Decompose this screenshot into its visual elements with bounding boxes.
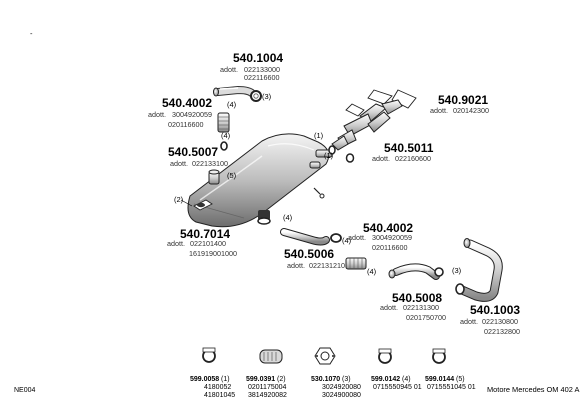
fitting-number: 599.0144	[425, 376, 454, 383]
part-540-4002-bottom-drawing	[345, 257, 367, 270]
code-540-4002-bottom-1: 3004920059	[372, 233, 412, 242]
fitting-code-1: 0715551045 01	[427, 384, 476, 391]
callout-540-5006: (4)	[283, 213, 293, 222]
part-540-4002-top-drawing	[217, 112, 230, 133]
fitting-599-0391: 599.0391 (2) 0201175004 3814920082	[246, 349, 287, 399]
part-number-540-5008: 540.5008	[392, 291, 442, 305]
part-number-540-1003: 540.1003	[470, 303, 520, 317]
code-540-7014-1: 022101400	[190, 239, 226, 248]
code-540-5008-2: 0201750700	[406, 313, 446, 322]
adott-label-540-4002-top: adott.	[148, 110, 166, 119]
fitting-code-2: 3814920082	[248, 392, 287, 399]
callout-540-7014-5: (5)	[227, 171, 237, 180]
fitting-code-1: 4180052	[204, 384, 231, 391]
flange-gasket-icon	[314, 347, 336, 365]
fitting-qty: (2)	[277, 376, 286, 383]
part-number-540-5011: 540.5011	[384, 141, 434, 155]
fitting-599-0142: 599.0142 (4) 0715550945 01	[371, 348, 422, 391]
fitting-number: 599.0391	[246, 376, 275, 383]
fitting-599-0058: 599.0058 (1) 4180052 41801045	[190, 347, 235, 399]
code-540-5011-1: 022160600	[395, 154, 431, 163]
fitting-code-1: 0715550945 01	[373, 384, 422, 391]
part-number-540-7014: 540.7014	[180, 227, 230, 241]
part-540-1004-drawing	[213, 85, 258, 100]
fitting-code-1: 0201175004	[248, 384, 287, 391]
callout-540-5011: (1)	[314, 131, 324, 140]
part-540-1003-drawing	[455, 238, 503, 302]
code-540-5006-1: 022131210	[309, 261, 345, 270]
adott-label-540-1004: adott.	[220, 65, 238, 74]
part-number-540-1004: 540.1004	[233, 51, 283, 65]
clamp-icon	[432, 348, 446, 364]
part-number-540-4002-bottom: 540.4002	[363, 221, 413, 235]
callout-540-5008: (4)	[367, 267, 377, 276]
fitting-qty: (1)	[221, 376, 230, 383]
part-number-540-4002-top: 540.4002	[162, 96, 212, 110]
adott-label-540-1003: adott.	[460, 317, 478, 326]
clamp-icon	[202, 347, 216, 363]
fitting-code-2: 3024900080	[322, 392, 361, 399]
adott-label-540-5008: adott.	[380, 303, 398, 312]
part-540-7014-muffler-drawing	[187, 133, 333, 228]
fitting-number: 530.1070	[311, 376, 340, 383]
part-number-540-5007: 540.5007	[168, 145, 218, 159]
part-number-540-9021: 540.9021	[438, 93, 488, 107]
footer-vehicle: Motore Mercedes OM 402 A	[487, 385, 579, 394]
callout-540-5011-b: (1)	[324, 151, 334, 160]
adott-label-540-4002-bottom: adott.	[348, 233, 366, 242]
code-540-4002-top-2: 020116600	[168, 120, 203, 129]
fitting-qty: (4)	[402, 376, 411, 383]
fitting-code-1: 3024920080	[322, 384, 361, 391]
callout-540-5007: (4)	[221, 131, 231, 140]
fitting-code-2: 41801045	[204, 392, 235, 399]
adott-label-540-7014: adott.	[167, 239, 185, 248]
part-540-9021-drawing	[331, 89, 417, 151]
code-540-1004-2: 022116600	[244, 73, 279, 82]
part-540-5008-drawing	[388, 263, 444, 280]
adott-label-540-5006: adott.	[287, 261, 305, 270]
fitting-599-0144: 599.0144 (5) 0715551045 01	[425, 348, 476, 391]
callout-540-4002-top: (4)	[227, 100, 237, 109]
clamp-icon	[378, 348, 392, 364]
part-540-5006-drawing	[280, 228, 342, 246]
code-540-5007-1: 022133100	[192, 159, 228, 168]
callout-540-7014-2: (2)	[174, 195, 184, 204]
adott-label-540-9021: adott.	[430, 106, 448, 115]
clamp-icon	[328, 145, 336, 155]
fitting-number: 599.0058	[190, 376, 219, 383]
fitting-530-1070: 530.1070 (3) 3024920080 3024900080	[311, 347, 361, 399]
code-540-1003-2: 022132800	[484, 327, 520, 336]
code-540-1003-1: 022130800	[482, 317, 518, 326]
code-540-1004-1: 022133000	[244, 65, 280, 74]
fitting-number: 599.0142	[371, 376, 400, 383]
clamp-icon	[345, 153, 355, 163]
hanger-strap-icon	[259, 349, 283, 364]
adott-label-540-5007: adott.	[170, 159, 188, 168]
corner-mark: -	[30, 29, 33, 38]
code-540-5008-1: 022131300	[403, 303, 439, 312]
footer-left-code: NE004	[14, 387, 36, 394]
part-number-540-5006: 540.5006	[284, 247, 334, 261]
adott-label-540-5011: adott.	[372, 154, 390, 163]
code-540-9021-1: 020142300	[453, 106, 489, 115]
fitting-qty: (5)	[456, 376, 465, 383]
code-540-7014-2: 161919001000	[189, 249, 237, 258]
code-540-4002-top-1: 3004920059	[172, 110, 212, 119]
clamp-icon	[250, 90, 262, 102]
callout-540-5006-clamp: (4)	[342, 236, 352, 245]
clamp-icon	[220, 141, 228, 151]
code-540-4002-bottom-2: 020116600	[372, 243, 407, 252]
fitting-qty: (3)	[342, 376, 351, 383]
callout-540-1003: (3)	[452, 266, 462, 275]
callout-540-1004: (3)	[262, 92, 272, 101]
